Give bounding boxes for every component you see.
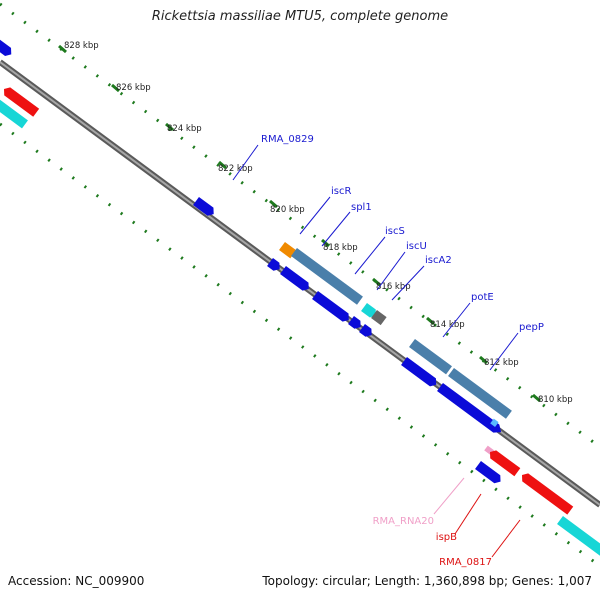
label-iscs[interactable]: iscS [385, 226, 405, 237]
label-rma0829[interactable]: RMA_0829 [261, 134, 314, 145]
ruler-tick [479, 355, 488, 365]
gene-small-b[interactable] [348, 315, 364, 331]
ruler-tick [111, 83, 120, 93]
leader-isca2 [391, 265, 425, 301]
label-ispb[interactable]: ispB [436, 532, 457, 543]
label-spl1[interactable]: spl1 [351, 202, 372, 213]
gene-pote[interactable] [409, 338, 452, 375]
ruler-label-824: 824 kbp [167, 124, 202, 134]
genome-summary-text: Topology: circular; Length: 1,360,898 bp… [262, 574, 592, 588]
ruler-label-816: 816 kbp [376, 282, 411, 292]
label-isca2[interactable]: iscA2 [425, 255, 452, 266]
gene-blue-2[interactable] [312, 290, 352, 324]
accession-text: Accession: NC_009900 [8, 574, 145, 588]
leader-iscs [354, 236, 386, 275]
label-iscr[interactable]: iscR [331, 186, 351, 197]
label-leaders [232, 144, 521, 558]
leader-pote [442, 302, 471, 338]
lower-features [0, 85, 600, 566]
lower-dotted-ruler [0, 122, 600, 568]
ruler-tick [218, 160, 227, 170]
ruler-tick [165, 122, 174, 132]
ruler-tick [58, 44, 67, 54]
ruler-tick [269, 199, 278, 209]
gene-rma0817[interactable] [519, 471, 574, 515]
gene-spl1[interactable] [291, 247, 363, 305]
gene-iscs[interactable] [361, 302, 378, 319]
label-rma0817[interactable]: RMA_0817 [439, 557, 492, 568]
leader-iscr [299, 196, 331, 235]
label-rma-rna20[interactable]: RMA_RNA20 [373, 516, 434, 527]
ruler-tick [372, 277, 381, 287]
ruler-labels: 828 kbp 826 kbp 824 kbp 822 kbp 820 kbp … [64, 41, 573, 405]
gene-cyan-edge-left[interactable] [0, 98, 28, 129]
leader-rma0817 [491, 519, 521, 558]
gene-cyan-right[interactable] [557, 515, 600, 566]
gene-labels: RMA_0829 iscR spl1 iscS iscU iscA2 potE … [261, 134, 544, 568]
gene-blue-4[interactable] [437, 382, 504, 436]
ruler-tick [426, 316, 435, 326]
leader-rma0829 [232, 144, 259, 181]
ruler-label-820: 820 kbp [270, 205, 305, 215]
label-pepp[interactable]: pepP [519, 322, 544, 333]
gene-iscu[interactable] [371, 309, 387, 326]
label-iscu[interactable]: iscU [406, 241, 427, 252]
middle-features [267, 257, 504, 486]
ruler-major-ticks [58, 44, 541, 403]
leader-spl1 [321, 211, 351, 247]
gene-blue-3[interactable] [401, 356, 439, 389]
ruler-label-828: 828 kbp [64, 41, 99, 51]
gene-red-edge-left[interactable] [1, 85, 40, 117]
upper-features [0, 38, 512, 419]
ruler-label-812: 812 kbp [484, 358, 519, 368]
map-title: Rickettsia massiliae MTU5, complete geno… [151, 9, 449, 24]
ruler-label-826: 826 kbp [116, 83, 151, 93]
leader-rma-rna20 [433, 477, 465, 515]
leader-pepp [489, 332, 519, 371]
upper-dotted-ruler [0, 2, 600, 449]
gene-pepp[interactable] [448, 367, 512, 419]
gene-red-1[interactable] [487, 448, 521, 477]
ruler-label-810: 810 kbp [538, 395, 573, 405]
gene-small-c[interactable] [359, 323, 375, 339]
ruler-label-814: 814 kbp [430, 320, 465, 330]
leader-ispb [454, 493, 482, 535]
ruler-tick [321, 238, 330, 248]
gene-blue-1[interactable] [280, 265, 312, 293]
gene-ispb[interactable] [475, 460, 503, 486]
ruler-tick [532, 393, 541, 403]
leader-iscu [376, 251, 406, 291]
gene-tiny-lightblue[interactable] [490, 418, 499, 427]
gene-iscr[interactable] [279, 241, 297, 259]
gene-small-a[interactable] [267, 257, 283, 273]
gene-edge-left[interactable] [0, 38, 14, 58]
gene-rma0829[interactable] [193, 196, 217, 218]
label-pote[interactable]: potE [471, 292, 494, 303]
ruler-label-818: 818 kbp [323, 243, 358, 253]
ruler-label-822: 822 kbp [218, 164, 253, 174]
